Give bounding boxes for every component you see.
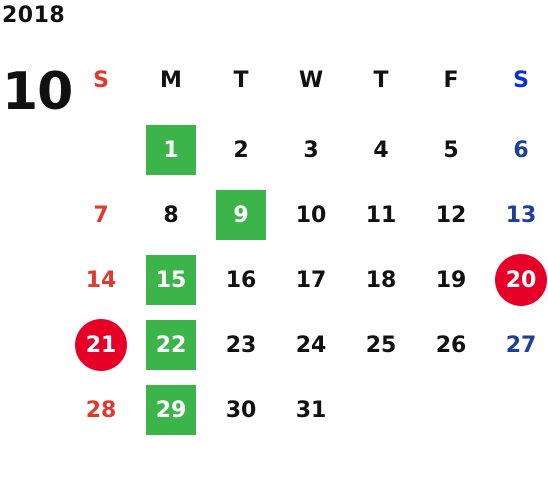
calendar-day-17[interactable]: 17 <box>276 248 346 312</box>
calendar-day-number: 30 <box>225 397 257 423</box>
calendar-day-number: 20 <box>505 267 537 293</box>
calendar-day-number: 10 <box>295 202 327 228</box>
calendar-day-30[interactable]: 30 <box>206 378 276 442</box>
calendar-day-number: 12 <box>435 202 467 228</box>
calendar-day-number: 1 <box>163 137 179 163</box>
weekday-header-row: S M T W T F S <box>66 66 548 96</box>
calendar-day-number: 9 <box>233 202 249 228</box>
calendar-day-25[interactable]: 25 <box>346 313 416 377</box>
calendar-day-28[interactable]: 28 <box>66 378 136 442</box>
calendar-day-number: 13 <box>505 202 537 228</box>
weekday-thursday: T <box>373 68 389 93</box>
calendar-day-number: 3 <box>303 137 319 163</box>
calendar-day-number: 7 <box>93 202 109 228</box>
calendar-day-number: 2 <box>233 137 249 163</box>
calendar-day-number: 28 <box>85 397 117 423</box>
calendar-day-1[interactable]: 1 <box>136 118 206 182</box>
calendar-day-5[interactable]: 5 <box>416 118 486 182</box>
calendar-day-14[interactable]: 14 <box>66 248 136 312</box>
calendar-day-23[interactable]: 23 <box>206 313 276 377</box>
calendar-day-2[interactable]: 2 <box>206 118 276 182</box>
calendar-day-31[interactable]: 31 <box>276 378 346 442</box>
calendar-day-number: 8 <box>163 202 179 228</box>
month-number: 10 <box>2 62 73 122</box>
calendar-day-9[interactable]: 9 <box>206 183 276 247</box>
calendar-day-27[interactable]: 27 <box>486 313 548 377</box>
calendar-day-number: 6 <box>513 137 529 163</box>
calendar-day-number: 15 <box>155 267 187 293</box>
calendar-day-number: 24 <box>295 332 327 358</box>
calendar-day-number: 5 <box>443 137 459 163</box>
calendar-day-number: 22 <box>155 332 187 358</box>
weekday-sunday: S <box>93 68 109 93</box>
calendar-day-13[interactable]: 13 <box>486 183 548 247</box>
calendar-day-3[interactable]: 3 <box>276 118 346 182</box>
calendar-day-12[interactable]: 12 <box>416 183 486 247</box>
weekday-tuesday: T <box>233 68 249 93</box>
calendar-day-number: 31 <box>295 397 327 423</box>
calendar-day-number: 19 <box>435 267 467 293</box>
calendar-day-number: 27 <box>505 332 537 358</box>
calendar-day-21[interactable]: 21 <box>66 313 136 377</box>
calendar-day-number: 14 <box>85 267 117 293</box>
calendar-day-20[interactable]: 20 <box>486 248 548 312</box>
calendar-day-19[interactable]: 19 <box>416 248 486 312</box>
calendar-day-15[interactable]: 15 <box>136 248 206 312</box>
calendar-day-number: 21 <box>85 332 117 358</box>
calendar-day-11[interactable]: 11 <box>346 183 416 247</box>
calendar-day-26[interactable]: 26 <box>416 313 486 377</box>
weekday-friday: F <box>443 68 459 93</box>
calendar-day-24[interactable]: 24 <box>276 313 346 377</box>
calendar-day-number: 23 <box>225 332 257 358</box>
weekday-wednesday: W <box>298 68 324 93</box>
calendar-day-number: 4 <box>373 137 389 163</box>
calendar-day-7[interactable]: 7 <box>66 183 136 247</box>
calendar-day-number: 26 <box>435 332 467 358</box>
calendar-day-number: 18 <box>365 267 397 293</box>
calendar-day-22[interactable]: 22 <box>136 313 206 377</box>
calendar-day-number: 16 <box>225 267 257 293</box>
year-label: 2018 <box>2 3 66 28</box>
calendar-day-number: 11 <box>365 202 397 228</box>
calendar-day-18[interactable]: 18 <box>346 248 416 312</box>
weekday-saturday: S <box>513 68 529 93</box>
weekday-monday: M <box>160 68 182 93</box>
calendar-day-number: 29 <box>155 397 187 423</box>
calendar-day-16[interactable]: 16 <box>206 248 276 312</box>
calendar-day-number: 25 <box>365 332 397 358</box>
calendar-day-4[interactable]: 4 <box>346 118 416 182</box>
calendar-day-number: 17 <box>295 267 327 293</box>
calendar-day-6[interactable]: 6 <box>486 118 548 182</box>
calendar-day-10[interactable]: 10 <box>276 183 346 247</box>
calendar-day-8[interactable]: 8 <box>136 183 206 247</box>
calendar-day-29[interactable]: 29 <box>136 378 206 442</box>
